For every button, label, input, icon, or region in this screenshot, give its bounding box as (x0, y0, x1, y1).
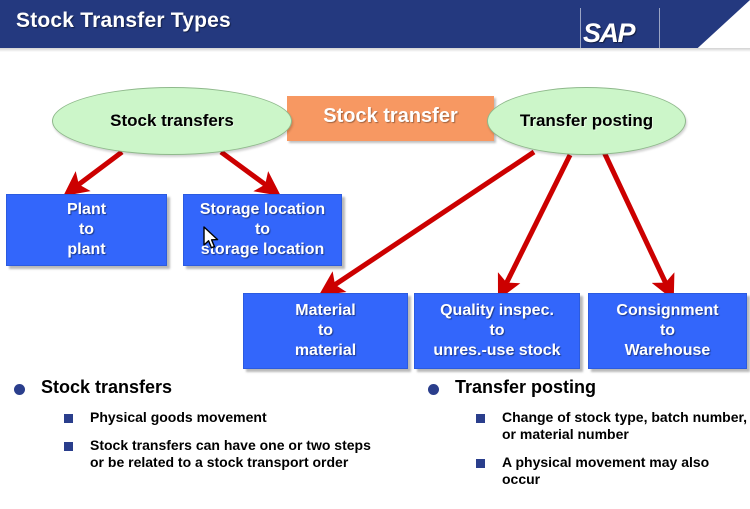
list-item: A physical movement may also occur (476, 454, 748, 488)
sap-logo: SAP (580, 8, 660, 48)
list-item-label: Stock transfers can have one or two step… (90, 437, 371, 470)
box-material-to-material-line2: to (317, 322, 334, 339)
arrow-to-storage (219, 149, 281, 196)
bullet-column-transfer-posting: Transfer posting Change of stock type, b… (428, 377, 748, 488)
page-title: Stock Transfer Types (16, 9, 231, 32)
arrow-to-quality (497, 153, 573, 301)
list-item-label: A physical movement may also occur (502, 454, 710, 487)
bullet-dot-icon (428, 384, 439, 395)
arrow-to-material (318, 149, 536, 296)
ellipse-transfer-posting-label: Transfer posting (519, 111, 654, 130)
bullet-section: Stock transfers Physical goods movement … (0, 377, 750, 509)
box-consignment-to-warehouse-line1: Consignment (616, 302, 719, 319)
bullet-heading-label: Stock transfers (41, 377, 173, 397)
sap-logo-divider-left (580, 8, 581, 48)
list-item: Stock transfers can have one or two step… (64, 437, 374, 471)
header-diagonal-wedge (655, 0, 750, 48)
arrow-layer (63, 149, 675, 301)
box-consignment-to-warehouse-line3: Warehouse (624, 342, 711, 359)
bullet-square-icon (64, 414, 73, 423)
bullet-heading-row: Transfer posting (428, 377, 748, 398)
list-item: Physical goods movement (64, 409, 374, 426)
box-quality-to-unrestricted-line1: Quality inspec. (440, 302, 554, 319)
ellipse-stock-transfers[interactable]: Stock transfers (52, 87, 292, 155)
bullet-heading-row: Stock transfers (14, 377, 374, 398)
bullet-heading-label: Transfer posting (455, 377, 597, 397)
box-plant-to-plant-line3: plant (67, 241, 106, 258)
box-storage-to-storage[interactable]: Storage location to storage location (183, 194, 342, 266)
list-item: Change of stock type, batch number, or m… (476, 409, 748, 443)
bullet-column-stock-transfers: Stock transfers Physical goods movement … (14, 377, 374, 471)
box-plant-to-plant-line2: to (78, 221, 95, 238)
arrow-to-plant (63, 150, 124, 197)
sap-logo-divider-right (659, 8, 660, 48)
box-quality-to-unrestricted[interactable]: Quality inspec. to unres.-use stock (414, 293, 580, 369)
box-quality-to-unrestricted-line3: unres.-use stock (433, 342, 561, 359)
stock-transfer-band-label: Stock transfer (323, 105, 458, 127)
arrow-to-consignment (601, 150, 675, 301)
list-item-label: Physical goods movement (90, 409, 267, 425)
header-underline (0, 48, 750, 52)
stock-transfer-band: Stock transfer (287, 96, 494, 141)
box-material-to-material[interactable]: Material to material (243, 293, 408, 369)
bullet-dot-icon (14, 384, 25, 395)
bullet-square-icon (64, 442, 73, 451)
diagram-area: Stock transfer Stock transfers Transfer … (0, 52, 750, 377)
box-storage-to-storage-line1: Storage location (199, 201, 326, 218)
bullet-square-icon (476, 414, 485, 423)
box-plant-to-plant[interactable]: Plant to plant (6, 194, 167, 266)
box-material-to-material-line3: material (294, 342, 357, 359)
sap-logo-text: SAP (583, 18, 636, 48)
box-material-to-material-line1: Material (295, 302, 356, 319)
slide-header: Stock Transfer Types SAP (0, 0, 750, 48)
box-storage-to-storage-line3: storage location (200, 241, 325, 258)
ellipse-stock-transfers-label: Stock transfers (110, 111, 234, 130)
box-plant-to-plant-line1: Plant (66, 201, 107, 218)
ellipse-transfer-posting[interactable]: Transfer posting (487, 87, 686, 155)
box-storage-to-storage-line2: to (254, 221, 271, 238)
bullet-square-icon (476, 459, 485, 468)
list-item-label: Change of stock type, batch number, or m… (502, 409, 748, 442)
box-quality-to-unrestricted-line2: to (489, 322, 505, 339)
box-consignment-to-warehouse-line2: to (659, 322, 676, 339)
box-consignment-to-warehouse[interactable]: Consignment to Warehouse (588, 293, 747, 369)
